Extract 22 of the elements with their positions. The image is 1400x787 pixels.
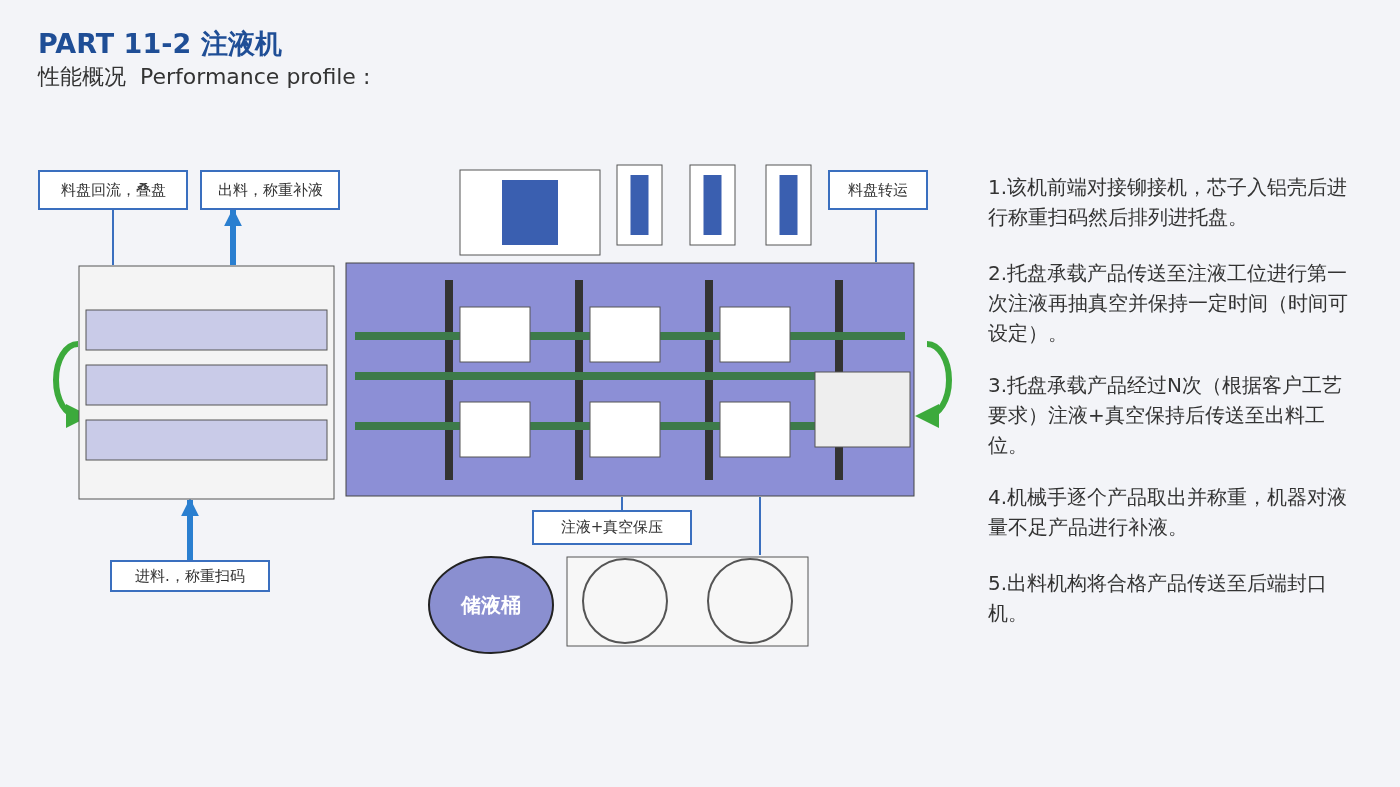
tank-drawing xyxy=(565,555,810,648)
leader-line xyxy=(875,209,877,263)
station-callout: 料盘转运 xyxy=(828,170,928,210)
subtitle: 性能概况 Performance profile : xyxy=(38,63,371,91)
description-paragraph: 1.该机前端对接铆接机，芯子入铝壳后进行称重扫码然后排列进托盘。 xyxy=(988,174,1349,231)
arrow xyxy=(224,208,242,265)
station-callout: 注液+真空保压 xyxy=(532,510,692,545)
injection-machine-drawing xyxy=(345,262,915,497)
station-callout: 进料.，称重扫码 xyxy=(110,560,270,592)
arrow xyxy=(181,498,199,560)
reservoir-ellipse: 储液桶 xyxy=(427,555,555,655)
leader-line xyxy=(621,496,623,511)
leader-line xyxy=(112,209,114,266)
station-callout: 料盘回流，叠盘 xyxy=(38,170,188,210)
description-paragraph: 3.托盘承载产品经过N次（根据客户工艺要求）注液+真空保持后传送至出料工位。 xyxy=(988,372,1344,459)
description-paragraph: 5.出料机构将合格产品传送至后端封口机。 xyxy=(988,570,1329,627)
station-callout: 出料，称重补液 xyxy=(200,170,340,210)
description-paragraph: 2.托盘承载产品传送至注液工位进行第一次注液再抽真空并保持一定时间（时间可设定）。 xyxy=(988,260,1349,347)
description-paragraph: 4.机械手逐个产品取出并称重，机器对液量不足产品进行补液。 xyxy=(988,484,1349,541)
leader-line xyxy=(759,496,761,556)
slide-title: PART 11-2 注液机 xyxy=(38,27,282,61)
conveyor-module-drawing xyxy=(78,265,335,500)
